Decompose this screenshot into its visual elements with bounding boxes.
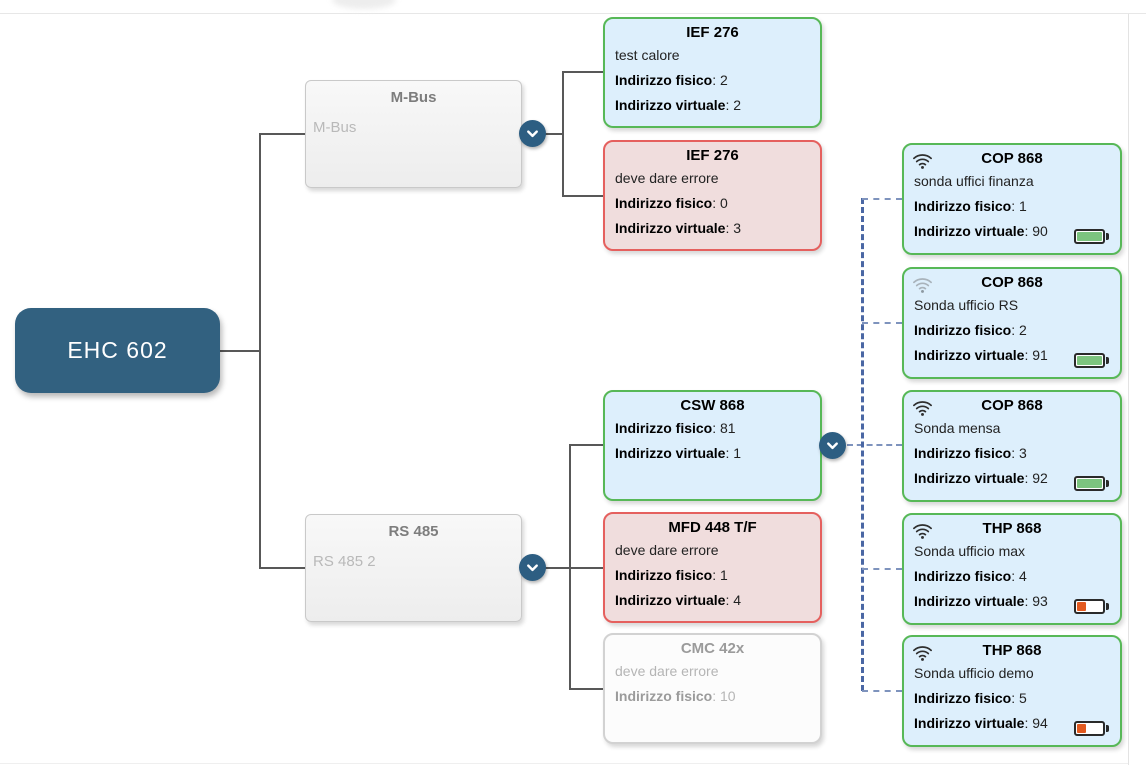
sensor-card-cop868-rs[interactable]: COP 868 Sonda ufficio RS Indirizzo fisic… (902, 267, 1122, 379)
top-bar-button-shadow (332, 0, 396, 9)
physical-address-row: Indirizzo fisico: 4 (914, 568, 1027, 584)
sensor-description: sonda uffici finanza (914, 173, 1034, 189)
bus-title: RS 485 (388, 523, 439, 540)
wireless-connector-csw-out (847, 444, 902, 446)
chevron-down-icon (827, 442, 838, 450)
bus-subtitle: M-Bus (313, 119, 357, 136)
collapse-button-rs485[interactable] (519, 554, 546, 581)
connector-to-cmc (569, 688, 603, 690)
connector-mbus-out (545, 133, 564, 135)
device-description: test calore (615, 47, 680, 63)
connector-root (220, 350, 260, 352)
device-title: MFD 448 T/F (668, 519, 757, 536)
device-description: deve dare errore (615, 663, 719, 679)
root-node-label: EHC 602 (67, 337, 168, 363)
virtual-address-row: Indirizzo virtuale: 90 (914, 223, 1048, 239)
device-card-mfd448[interactable]: MFD 448 T/F deve dare errore Indirizzo f… (603, 512, 822, 623)
virtual-address-row: Indirizzo virtuale: 91 (914, 347, 1048, 363)
device-description: deve dare errore (615, 542, 719, 558)
virtual-address-row: Indirizzo virtuale: 93 (914, 593, 1048, 609)
wireless-trunk (861, 198, 864, 691)
physical-address-row: Indirizzo fisico: 10 (615, 688, 736, 704)
physical-address-row: Indirizzo fisico: 0 (615, 195, 728, 211)
device-title: CMC 42x (680, 640, 745, 657)
device-title: IEF 276 (686, 24, 739, 41)
virtual-address-row: Indirizzo virtuale: 92 (914, 470, 1048, 486)
sensor-title: THP 868 (982, 520, 1042, 537)
wireless-to-sensor5 (862, 690, 902, 692)
connector-to-mfd (569, 567, 603, 569)
physical-address-row: Indirizzo fisico: 2 (914, 322, 1027, 338)
bus-node-rs485[interactable]: RS 485 RS 485 2 (305, 514, 522, 622)
collapse-button-csw868[interactable] (819, 432, 846, 459)
root-node-ehc602[interactable]: EHC 602 (15, 308, 220, 393)
sensor-title: THP 868 (982, 642, 1042, 659)
wifi-icon (913, 401, 932, 416)
panel-right-border (1128, 14, 1129, 765)
chevron-down-icon (527, 564, 538, 572)
bus-node-mbus[interactable]: M-Bus M-Bus (305, 80, 522, 188)
wifi-weak-icon (913, 278, 932, 293)
physical-address-row: Indirizzo fisico: 5 (914, 690, 1027, 706)
sensor-description: Sonda ufficio demo (914, 665, 1034, 681)
top-bar (0, 0, 1146, 14)
connector-to-ief2 (562, 195, 603, 197)
device-description: deve dare errore (615, 170, 719, 186)
battery-low-icon (1074, 721, 1109, 736)
device-card-csw868[interactable]: CSW 868 Indirizzo fisico: 81 Indirizzo v… (603, 390, 822, 501)
wifi-icon (913, 646, 932, 661)
collapse-button-mbus[interactable] (519, 120, 546, 147)
bus-title: M-Bus (390, 89, 437, 106)
physical-address-row: Indirizzo fisico: 81 (615, 420, 736, 436)
wireless-to-sensor2 (862, 322, 902, 324)
connector-to-mbus (259, 133, 305, 135)
sensor-description: Sonda mensa (914, 420, 1001, 436)
device-card-ief276-error[interactable]: IEF 276 deve dare errore Indirizzo fisic… (603, 140, 822, 251)
physical-address-row: Indirizzo fisico: 1 (615, 567, 728, 583)
battery-full-icon (1074, 353, 1109, 368)
physical-address-row: Indirizzo fisico: 1 (914, 198, 1027, 214)
connector-trunk-buses (259, 133, 261, 569)
wifi-icon (913, 524, 932, 539)
virtual-address-row: Indirizzo virtuale: 4 (615, 592, 742, 608)
physical-address-row: Indirizzo fisico: 2 (615, 72, 728, 88)
connector-trunk-mbus (562, 71, 564, 197)
sensor-card-thp868-demo[interactable]: THP 868 Sonda ufficio demo Indirizzo fis… (902, 635, 1122, 747)
device-card-ief276-ok[interactable]: IEF 276 test calore Indirizzo fisico: 2 … (603, 17, 822, 128)
virtual-address-row: Indirizzo virtuale: 2 (615, 97, 742, 113)
sensor-card-cop868-mensa[interactable]: COP 868 Sonda mensa Indirizzo fisico: 3 … (902, 390, 1122, 502)
wifi-icon (913, 154, 932, 169)
sensor-title: COP 868 (981, 397, 1043, 414)
connector-to-ief1 (562, 71, 603, 73)
physical-address-row: Indirizzo fisico: 3 (914, 445, 1027, 461)
virtual-address-row: Indirizzo virtuale: 1 (615, 445, 742, 461)
device-title: CSW 868 (680, 397, 745, 414)
wireless-to-sensor4 (862, 568, 902, 570)
sensor-description: Sonda ufficio max (914, 543, 1026, 559)
battery-full-icon (1074, 476, 1109, 491)
chevron-down-icon (527, 130, 538, 138)
device-title: IEF 276 (686, 147, 739, 164)
wireless-to-sensor1 (862, 198, 902, 200)
battery-low-icon (1074, 599, 1109, 614)
sensor-title: COP 868 (981, 150, 1043, 167)
connector-rs485-out (545, 567, 571, 569)
device-card-cmc42x[interactable]: CMC 42x deve dare errore Indirizzo fisic… (603, 633, 822, 744)
virtual-address-row: Indirizzo virtuale: 3 (615, 220, 742, 236)
virtual-address-row: Indirizzo virtuale: 94 (914, 715, 1048, 731)
sensor-description: Sonda ufficio RS (914, 297, 1019, 313)
sensor-card-thp868-max[interactable]: THP 868 Sonda ufficio max Indirizzo fisi… (902, 513, 1122, 625)
battery-full-icon (1074, 229, 1109, 244)
panel-bottom-border (0, 763, 1128, 764)
connector-to-rs485 (259, 567, 305, 569)
connector-to-csw (569, 444, 603, 446)
sensor-title: COP 868 (981, 274, 1043, 291)
bus-subtitle: RS 485 2 (313, 553, 376, 570)
sensor-card-cop868-finanza[interactable]: COP 868 sonda uffici finanza Indirizzo f… (902, 143, 1122, 255)
